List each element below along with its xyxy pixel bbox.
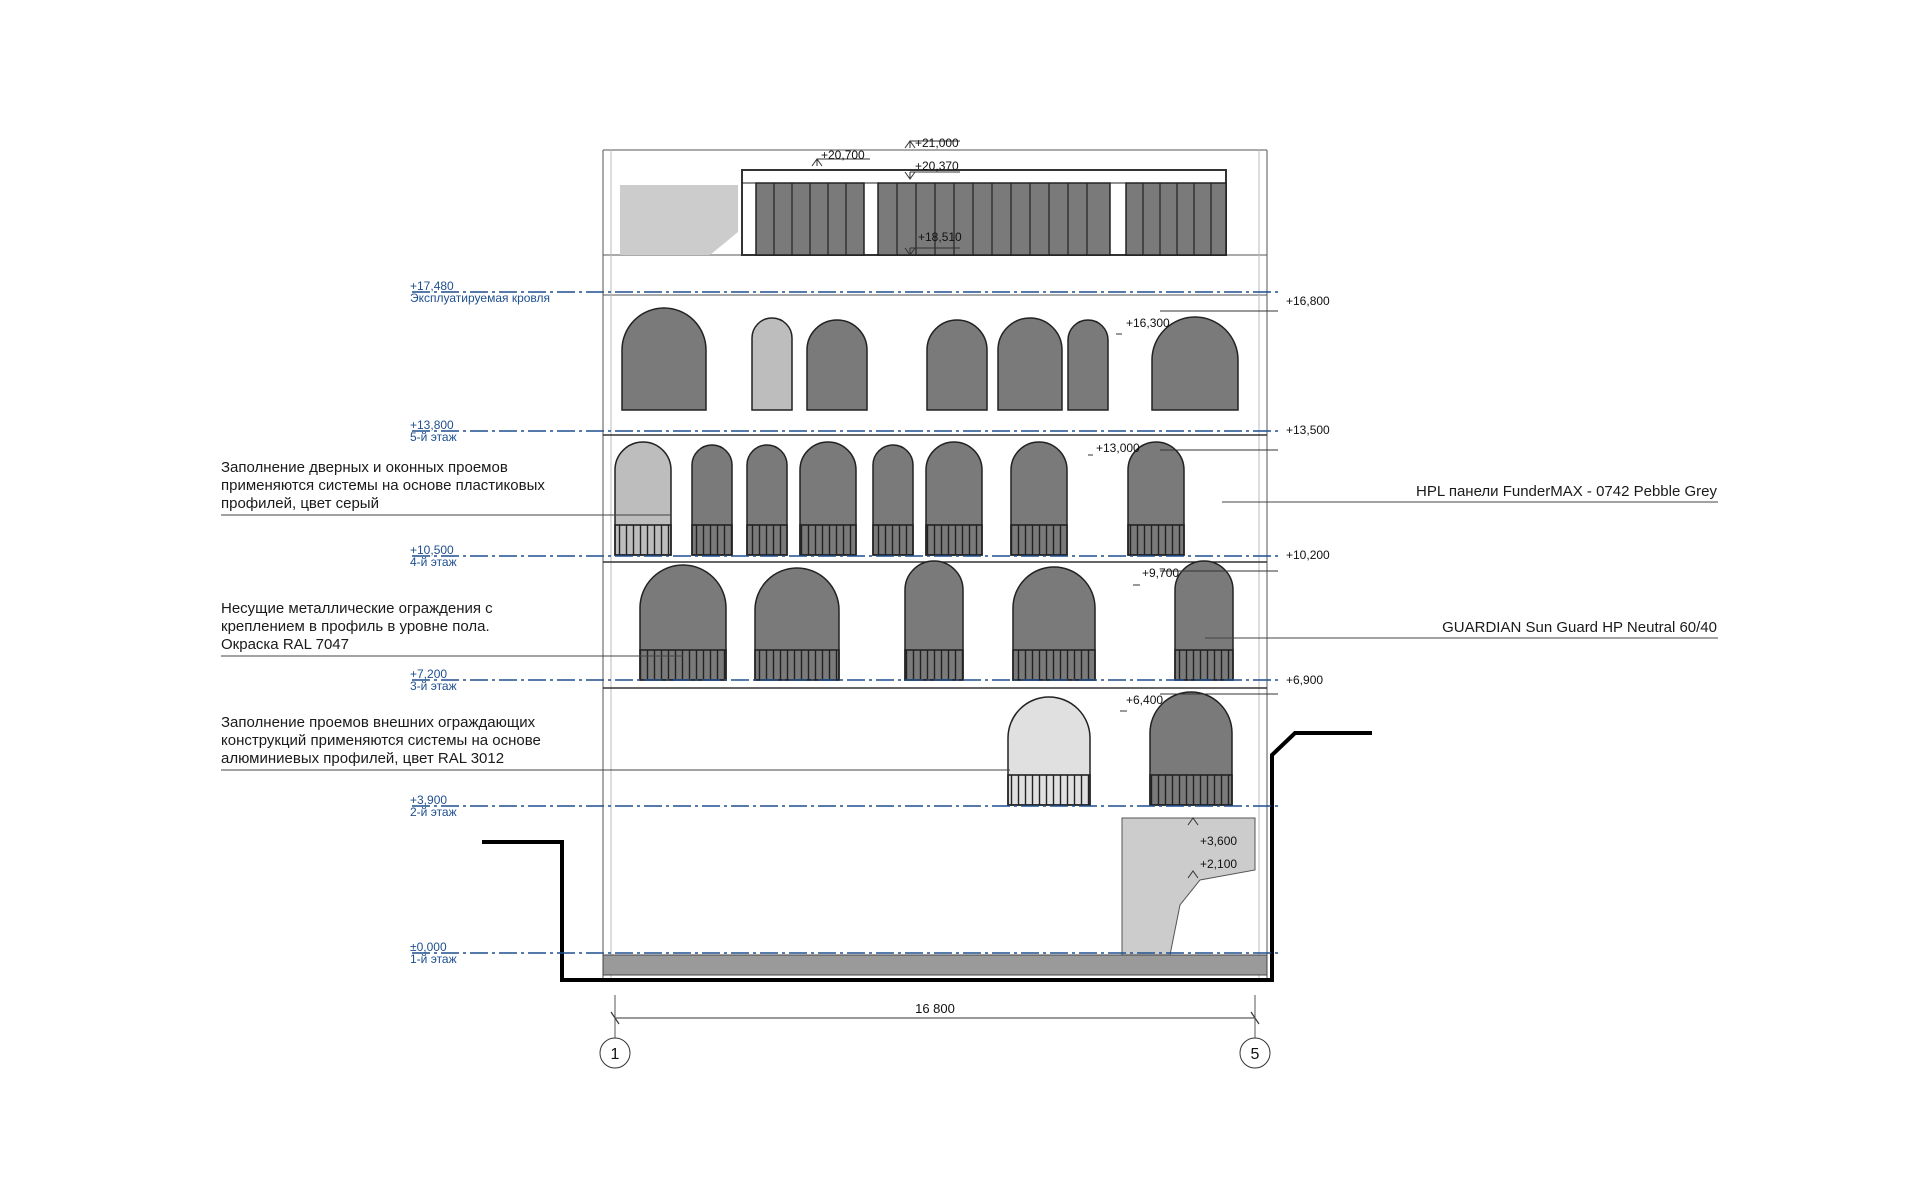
mark-label: +18,510 — [918, 230, 962, 244]
level-floor-2: +3,900 2-й этаж — [410, 793, 457, 819]
mark-label: +13,500 — [1286, 423, 1330, 437]
axis-1: 1 — [599, 995, 631, 1069]
note-line: Несущие металлические ограждения с — [221, 600, 493, 617]
windows-floor-5 — [621, 307, 1239, 411]
level-name: 2-й этаж — [410, 805, 457, 819]
elevation-mark-labels: +21,000 +20,700 +20,370 +18,510 +16,800 … — [821, 136, 1330, 871]
level-floor-1: ±0,000 1-й этаж — [410, 940, 457, 966]
overall-dimension: 16 800 — [610, 1001, 1260, 1025]
ground-line — [482, 731, 1372, 982]
level-labels: +17,480 Эксплуатируемая кровля +13,800 5… — [410, 279, 550, 966]
level-value: +7,200 — [410, 667, 447, 681]
level-value: +13,800 — [410, 418, 454, 432]
note-line: профилей, цвет серый — [221, 495, 379, 512]
level-floor-3: +7,200 3-й этаж — [410, 667, 457, 693]
mark-label: +3,600 — [1200, 834, 1237, 848]
level-value: +3,900 — [410, 793, 447, 807]
mark-label: +13,000 — [1096, 441, 1140, 455]
note-line: конструкций применяются системы на основ… — [221, 732, 541, 749]
note-railings: Несущие металлические ограждения с крепл… — [221, 600, 683, 657]
mark-label: +20,370 — [915, 159, 959, 173]
level-value: ±0,000 — [410, 940, 447, 954]
material-hpl-panels: HPL панели FunderMAX - 0742 Pebble Grey — [1222, 483, 1718, 503]
note-aluminium: Заполнение проемов внешних ограждающих к… — [221, 714, 1010, 771]
dimension-value: 16 800 — [915, 1001, 955, 1016]
level-value: +17,480 — [410, 279, 454, 293]
mark-label: +2,100 — [1200, 857, 1237, 871]
level-name: 4-й этаж — [410, 555, 457, 569]
mark-label: +16,300 — [1126, 316, 1170, 330]
windows-floor-4 — [614, 441, 1185, 556]
material-label: GUARDIAN Sun Guard HP Neutral 60/40 — [1442, 619, 1717, 636]
axis-label: 1 — [611, 1046, 620, 1063]
axis-label: 5 — [1251, 1046, 1260, 1063]
windows-floor-3 — [639, 560, 1234, 681]
penthouse — [620, 169, 1227, 256]
level-name: 1-й этаж — [410, 952, 457, 966]
material-glass: GUARDIAN Sun Guard HP Neutral 60/40 — [1205, 619, 1718, 639]
mark-label: +20,700 — [821, 148, 865, 162]
level-floor-5: +13,800 5-й этаж — [410, 418, 457, 444]
note-line: Заполнение проемов внешних ограждающих — [221, 714, 536, 731]
mark-label: +16,800 — [1286, 294, 1330, 308]
level-roof: +17,480 Эксплуатируемая кровля — [410, 279, 550, 305]
material-label: HPL панели FunderMAX - 0742 Pebble Grey — [1416, 483, 1717, 500]
note-windows: Заполнение дверных и оконных проемов при… — [221, 459, 670, 516]
mark-label: +10,200 — [1286, 548, 1330, 562]
level-name: Эксплуатируемая кровля — [410, 291, 550, 305]
level-name: 3-й этаж — [410, 679, 457, 693]
building-outline — [602, 149, 1268, 980]
note-line: креплением в профиль в уровне пола. — [221, 618, 490, 635]
level-name: 5-й этаж — [410, 430, 457, 444]
axis-5: 5 — [1239, 995, 1271, 1069]
mark-label: +9,700 — [1142, 566, 1179, 580]
entrance-canopy — [602, 817, 1268, 976]
windows-floor-2 — [1007, 691, 1233, 806]
mark-label: +6,400 — [1126, 693, 1163, 707]
level-value: +10,500 — [410, 543, 454, 557]
note-line: Заполнение дверных и оконных проемов — [221, 459, 508, 476]
note-line: применяются системы на основе пластиковы… — [221, 477, 545, 494]
note-line: Окраска RAL 7047 — [221, 636, 349, 653]
note-line: алюминиевых профилей, цвет RAL 3012 — [221, 750, 504, 767]
level-floor-4: +10,500 4-й этаж — [410, 543, 457, 569]
elevation-marks — [811, 140, 1278, 879]
mark-label: +6,900 — [1286, 673, 1323, 687]
mark-label: +21,000 — [915, 136, 959, 150]
